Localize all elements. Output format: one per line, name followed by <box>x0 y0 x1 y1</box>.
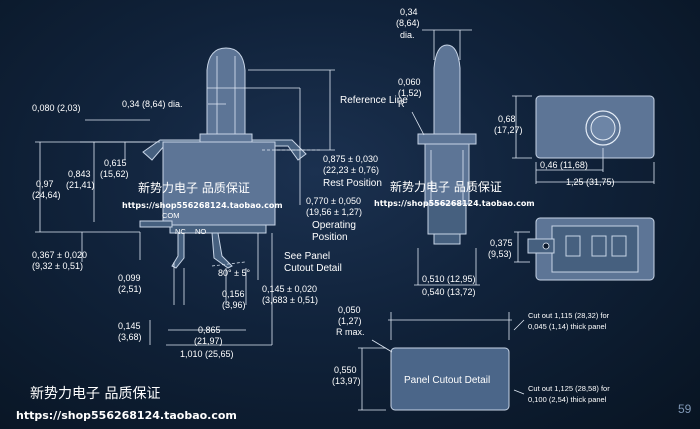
terminal-com <box>139 220 173 228</box>
watermark-url-2: https://shop556268124.taobao.com <box>374 199 535 208</box>
dim-0156: 0,156 <box>222 289 245 299</box>
label-cutout-detail: Cutout Detail <box>284 263 342 274</box>
panel-cutout-shape <box>390 347 510 411</box>
label-rest-position: Rest Position <box>323 178 382 189</box>
dim-0156-mm: (3,96) <box>222 300 246 310</box>
dim-panel-rmax: R max. <box>336 327 365 337</box>
watermark-url-1: https://shop556268124.taobao.com <box>122 201 283 210</box>
dim-0145b: 0,145 ± 0,020 <box>262 284 317 294</box>
watermark-text-1: 新势力电子 品质保证 <box>138 180 250 195</box>
dim-side-034-mm: (8,64) <box>396 18 420 28</box>
dim-plunger-dia: 0,34 (8,64) dia. <box>122 99 183 109</box>
dim-bottom-0375: 0,375 <box>490 238 513 248</box>
label-reference: Reference Line <box>340 95 408 106</box>
dim-top-046: 0,46 (11,68) <box>540 160 588 170</box>
side-dimension-lines <box>411 29 480 286</box>
dim-0843-mm: (21,41) <box>66 180 95 190</box>
bottom-dimension-texts: 0,375 (9,53) <box>488 238 513 259</box>
top-view <box>512 95 655 184</box>
dim-side-0510: 0,510 (12,95) <box>422 274 476 284</box>
dim-top-125: 1,25 (31,75) <box>566 177 615 187</box>
dim-side-034: 0,34 <box>400 7 418 17</box>
side-housing <box>424 143 470 205</box>
label-nc: NC <box>175 227 186 236</box>
note-cutout-1b: 0,045 (1,14) thick panel <box>528 322 607 331</box>
switch-side-view <box>417 44 477 245</box>
housing-shape <box>162 141 276 226</box>
dim-side-r: R <box>398 99 405 109</box>
dim-0145-mm: (3,68) <box>118 332 142 342</box>
dim-panel-0050: 0,050 <box>338 305 361 315</box>
dim-rest-val: 0,875 ± 0,030 <box>323 154 378 164</box>
dim-0843: 0,843 <box>68 169 91 179</box>
top-dimension-texts: 0,68 (17,27) 0,46 (11,68) 1,25 (31,75) <box>494 114 615 187</box>
watermark-url-main: https://shop556268124.taobao.com <box>16 409 237 422</box>
dim-1010: 1,010 (25,65) <box>180 349 234 359</box>
top-plunger-outer <box>585 110 621 146</box>
note-cutout-2b: 0,100 (2,54) thick panel <box>528 395 607 404</box>
dim-side-0060-mm: (1,52) <box>398 88 422 98</box>
dim-0615: 0,615 <box>104 158 127 168</box>
dim-0099-mm: (2,51) <box>118 284 142 294</box>
panel-cutout: Panel Cutout Detail <box>358 312 525 411</box>
left-dimension-lines <box>35 69 335 346</box>
dim-0615-mm: (15,62) <box>100 169 129 179</box>
dim-panel-0550-mm: (13,97) <box>332 376 361 386</box>
collar-shape <box>199 133 253 143</box>
terminal-nc <box>171 232 185 269</box>
label-see-panel: See Panel <box>284 251 330 262</box>
dim-side-0060: 0,060 <box>398 77 421 87</box>
switch-front-view <box>139 47 307 269</box>
dim-panel-0050-mm: (1,27) <box>338 316 362 326</box>
dim-0865-mm: (21,97) <box>194 336 223 346</box>
dim-panel-0550: 0,550 <box>334 365 357 375</box>
dim-top-offset: 0,080 (2,03) <box>32 103 81 113</box>
bottom-view <box>514 217 655 281</box>
terminal-no <box>211 232 233 269</box>
label-no: NO <box>195 227 206 236</box>
label-operating: Operating <box>312 220 356 231</box>
terminal-tab <box>527 238 555 254</box>
left-dimension-texts: 0,080 (2,03) 0,34 (8,64) dia. Reference … <box>32 95 408 359</box>
dim-0367-mm: (9,32 ± 0,51) <box>32 261 83 271</box>
page-number: 59 <box>678 402 692 416</box>
watermarks: 新势力电子 品质保证 https://shop556268124.taobao.… <box>16 179 535 422</box>
dim-0145b-mm: (3,683 ± 0,51) <box>262 295 318 305</box>
panel-cutout-label: Panel Cutout Detail <box>404 375 490 386</box>
dim-side-dia: dia. <box>400 30 415 40</box>
dim-bottom-0375-mm: (9,53) <box>488 249 512 259</box>
dim-0367: 0,367 ± 0,020 <box>32 250 87 260</box>
dim-097-mm: (24,64) <box>32 190 61 200</box>
watermark-text-2: 新势力电子 品质保证 <box>390 179 502 194</box>
dim-0145: 0,145 <box>118 321 141 331</box>
dim-0865: 0,865 <box>198 325 221 335</box>
dim-top-068: 0,68 <box>498 114 516 124</box>
dim-097: 0,97 <box>36 179 54 189</box>
note-cutout-1a: Cut out 1,115 (28,32) for <box>528 311 610 320</box>
side-base <box>427 203 467 235</box>
side-terminals <box>433 233 461 245</box>
label-position: Position <box>312 232 348 243</box>
dim-0099: 0,099 <box>118 273 141 283</box>
side-plunger <box>433 44 461 135</box>
dim-angle: 80° ± 5° <box>218 268 251 278</box>
watermark-text-main: 新势力电子 品质保证 <box>30 386 160 402</box>
label-com: COM <box>162 211 180 220</box>
dim-op-mm: (19,56 ± 1,27) <box>306 207 362 217</box>
dim-rest-mm: (22,23 ± 0,76) <box>323 165 379 175</box>
side-dimension-texts: 0,34 (8,64) dia. 0,060 (1,52) R 0,510 (1… <box>396 7 476 297</box>
top-plunger-inner <box>590 115 616 141</box>
note-cutout-2a: Cut out 1,125 (28,58) for <box>528 384 610 393</box>
side-collar <box>417 133 477 145</box>
plunger-shape <box>206 47 246 137</box>
dim-side-0540: 0,540 (13,72) <box>422 287 476 297</box>
panel-cutout-texts: 0,050 (1,27) R max. 0,550 (13,97) Cut ou… <box>332 305 610 404</box>
dim-top-068-mm: (17,27) <box>494 125 523 135</box>
dim-op-val: 0,770 ± 0,050 <box>306 196 361 206</box>
